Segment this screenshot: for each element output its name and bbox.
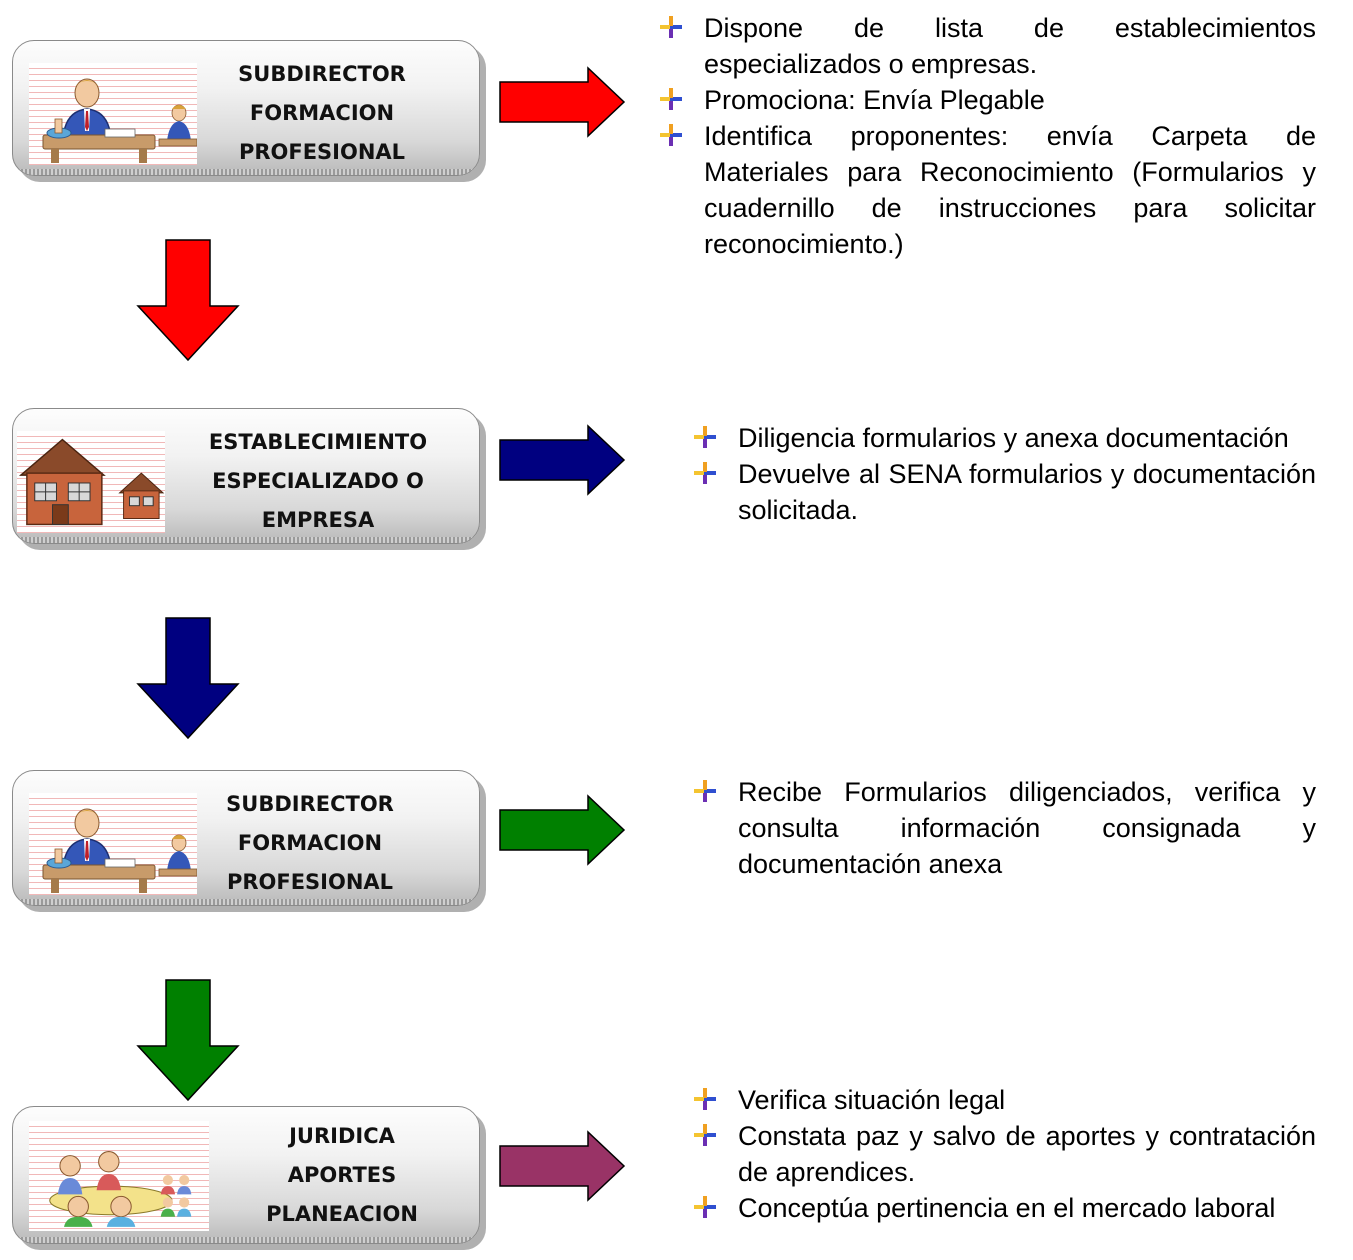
list-item: Conceptúa pertinencia en el mercado labo… — [694, 1190, 1316, 1226]
person-at-desk-icon — [29, 63, 197, 165]
right-arrow-red — [499, 66, 626, 138]
list-item: Dispone de lista de establecimientos esp… — [660, 10, 1316, 82]
step-box-establecimiento: ESTABLECIMIENTO ESPECIALIZADO O EMPRESA — [12, 408, 480, 544]
person-at-desk-icon — [29, 793, 197, 895]
step-box-label: ESTABLECIMIENTO ESPECIALIZADO O EMPRESA — [193, 423, 443, 540]
bullet-plus-icon — [694, 1124, 716, 1146]
label-line: SUBDIRECTOR — [238, 62, 406, 86]
down-arrow-green — [136, 979, 240, 1102]
list-item: Constata paz y salvo de aportes y contra… — [694, 1118, 1316, 1190]
label-line: FORMACION — [249, 101, 395, 125]
label-line: SUBDIRECTOR — [226, 792, 394, 816]
bullet-plus-icon — [660, 16, 682, 38]
label-line: FORMACION — [237, 831, 383, 855]
step-box-label: SUBDIRECTOR FORMACION PROFESIONAL — [197, 55, 447, 172]
label-line: ESTABLECIMIENTO — [208, 430, 428, 454]
label-line: PROFESIONAL — [226, 870, 394, 894]
right-arrow-green — [499, 794, 626, 866]
list-item: Identifica proponentes: envía Carpeta de… — [660, 118, 1316, 262]
step-box-subdirector-2: SUBDIRECTOR FORMACION PROFESIONAL — [12, 770, 480, 906]
bullet-plus-icon — [694, 780, 716, 802]
bullet-plus-icon — [694, 462, 716, 484]
step-box-label: SUBDIRECTOR FORMACION PROFESIONAL — [185, 785, 435, 902]
step-3-bullet-list: Recibe Formularios diligenciados, verifi… — [694, 774, 1316, 882]
label-line: EMPRESA — [261, 508, 375, 532]
right-arrow-purple — [499, 1130, 626, 1202]
list-item: Promociona: Envía Plegable — [660, 82, 1316, 118]
bullet-plus-icon — [694, 1196, 716, 1218]
list-item: Devuelve al SENA formularios y documenta… — [694, 456, 1316, 528]
label-line: APORTES — [287, 1163, 397, 1187]
label-line: JURIDICA — [289, 1124, 395, 1148]
label-line: PLANEACION — [266, 1202, 418, 1226]
bullet-plus-icon — [660, 124, 682, 146]
step-2-bullet-list: Diligencia formularios y anexa documenta… — [694, 420, 1316, 528]
bullet-plus-icon — [694, 1088, 716, 1110]
right-arrow-blue — [499, 424, 626, 496]
down-arrow-blue — [136, 617, 240, 740]
step-box-juridica: JURIDICA APORTES PLANEACION — [12, 1106, 480, 1244]
step-4-bullet-list: Verifica situación legal Constata paz y … — [694, 1082, 1316, 1226]
list-item: Verifica situación legal — [694, 1082, 1316, 1118]
label-line: PROFESIONAL — [238, 140, 406, 164]
bullet-plus-icon — [660, 88, 682, 110]
label-line: ESPECIALIZADO O — [212, 469, 424, 493]
step-1-bullet-list: Dispone de lista de establecimientos esp… — [660, 10, 1316, 262]
meeting-people-icon — [29, 1121, 209, 1231]
list-item: Recibe Formularios diligenciados, verifi… — [694, 774, 1316, 882]
bullet-plus-icon — [694, 426, 716, 448]
step-box-subdirector-1: SUBDIRECTOR FORMACION PROFESIONAL — [12, 40, 480, 176]
list-item: Diligencia formularios y anexa documenta… — [694, 420, 1316, 456]
building-icon — [17, 431, 165, 533]
down-arrow-red — [136, 239, 240, 362]
step-box-label: JURIDICA APORTES PLANEACION — [217, 1117, 467, 1234]
